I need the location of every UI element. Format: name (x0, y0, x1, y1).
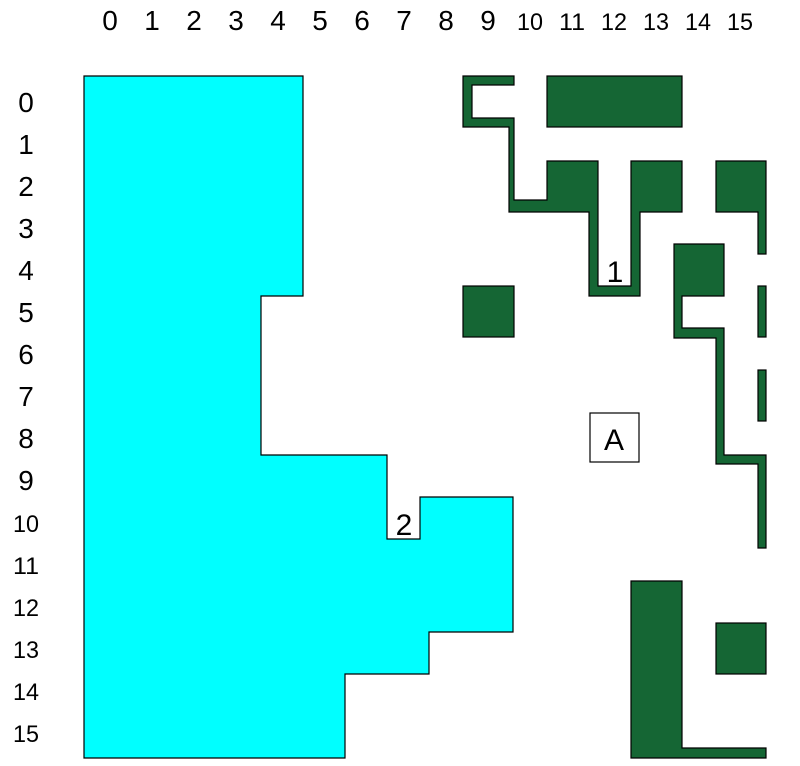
wall-block-bottom-right (715, 622, 767, 675)
col-label-15: 15 (727, 9, 753, 36)
col-label-14: 14 (685, 9, 711, 36)
row-label-13: 13 (13, 637, 39, 664)
row-label-2: 2 (18, 171, 34, 202)
marker-a-box (589, 412, 640, 463)
row-label-0: 0 (18, 87, 34, 118)
row-label-10: 10 (13, 511, 39, 538)
row-label-12: 12 (13, 595, 39, 622)
wall-block-top (546, 75, 683, 128)
row-labels: 0 1 2 3 4 5 6 7 8 9 10 11 12 13 14 15 (13, 87, 39, 748)
row-label-15: 15 (13, 721, 39, 748)
row-label-4: 4 (18, 255, 34, 286)
col-label-4: 4 (270, 5, 286, 36)
col-label-2: 2 (186, 5, 202, 36)
column-labels: 0 1 2 3 4 5 6 7 8 9 10 11 12 13 14 15 (102, 5, 753, 36)
row-label-8: 8 (18, 423, 34, 454)
marker-a: A (604, 424, 624, 457)
wall-right-top (715, 160, 767, 255)
col-label-13: 13 (643, 9, 669, 36)
row-label-14: 14 (13, 679, 39, 706)
col-label-8: 8 (438, 5, 454, 36)
walls (462, 75, 767, 759)
marker-1: 1 (607, 256, 624, 289)
col-label-12: 12 (601, 9, 627, 36)
row-label-1: 1 (18, 129, 34, 160)
row-label-6: 6 (18, 339, 34, 370)
row-label-7: 7 (18, 381, 34, 412)
wall-stair-path (462, 75, 683, 297)
wall-right-edge-a (757, 285, 767, 338)
marker-2: 2 (396, 509, 413, 542)
col-label-9: 9 (480, 5, 496, 36)
col-label-7: 7 (396, 5, 412, 36)
col-label-5: 5 (312, 5, 328, 36)
cyan-region (83, 75, 514, 759)
col-label-1: 1 (144, 5, 160, 36)
col-label-11: 11 (559, 9, 585, 36)
row-label-9: 9 (18, 465, 34, 496)
row-label-11: 11 (13, 553, 39, 580)
wall-right-bend (673, 243, 767, 549)
col-label-3: 3 (228, 5, 244, 36)
wall-right-edge-b (757, 369, 767, 422)
wall-bottom-l (630, 580, 767, 759)
wall-block-mid (462, 285, 515, 338)
row-label-5: 5 (18, 297, 34, 328)
col-label-0: 0 (102, 5, 118, 36)
row-label-3: 3 (18, 213, 34, 244)
col-label-10: 10 (517, 9, 543, 36)
col-label-6: 6 (354, 5, 370, 36)
markers: 1 2 A (396, 256, 640, 542)
